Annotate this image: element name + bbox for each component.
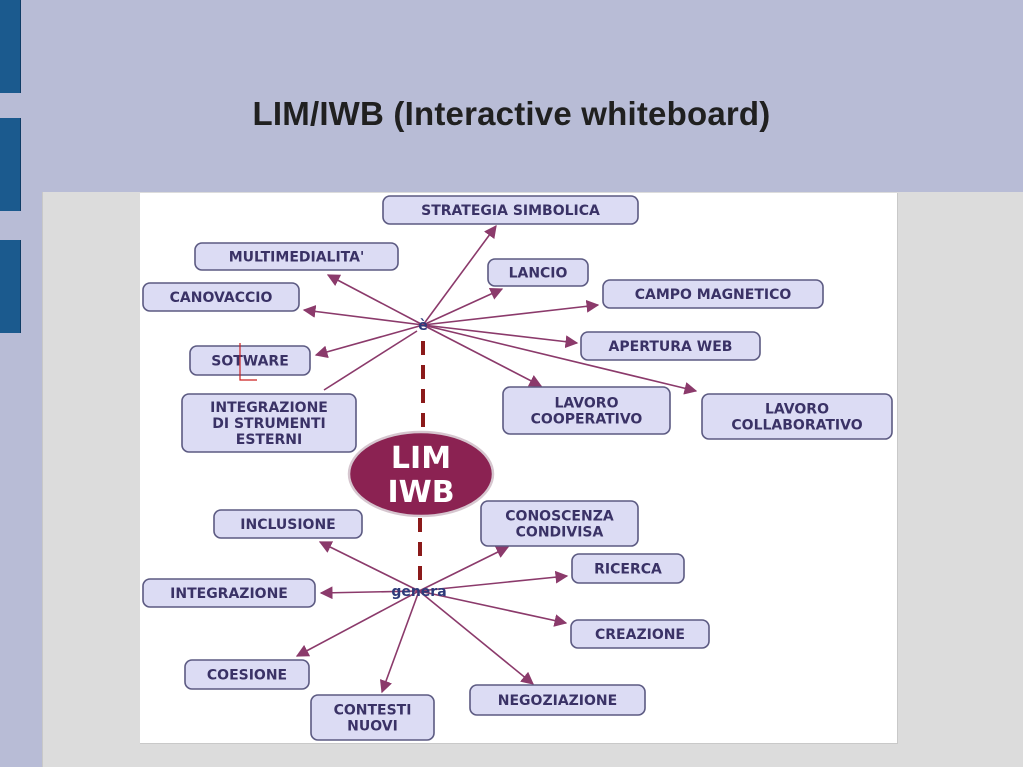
node-box [382, 195, 639, 225]
concept-map: STRATEGIA SIMBOLICA MULTIMEDIALITA' LANCIO… [140, 193, 898, 744]
node-strategia-simbolica: STRATEGIA SIMBOLICA [382, 195, 639, 225]
edge-lavoro-cooperativo [422, 324, 543, 387]
node-box [194, 242, 399, 271]
edge-coesione [295, 590, 420, 657]
node-lancio: LANCIO [487, 258, 589, 287]
side-tab [0, 0, 21, 93]
node-label: NUOVI [347, 719, 398, 735]
node-apertura-web: APERTURA WEB [580, 331, 761, 361]
node-label: COESIONE [207, 668, 287, 684]
node-label: APERTURA WEB [609, 339, 733, 355]
edge-strategia-simbolica [422, 224, 497, 326]
side-tab [0, 240, 21, 333]
node-integrazione: INTEGRAZIONE [142, 578, 316, 608]
node-label: LAVORO [765, 402, 829, 418]
node-label: NEGOZIAZIONE [498, 693, 617, 709]
side-tab [0, 118, 21, 211]
edge-integrazione [319, 586, 420, 600]
node-label: RICERCA [594, 562, 662, 578]
node-box [142, 282, 300, 312]
node-box [469, 684, 646, 716]
slide-title: LIM/IWB (Interactive whiteboard) [252, 95, 771, 132]
node-label: CANOVACCIO [170, 290, 273, 306]
node-label: STRATEGIA SIMBOLICA [421, 203, 600, 219]
edge-multimedialita [326, 274, 424, 326]
center-label-line2: IWB [387, 475, 454, 510]
edge-creazione [418, 590, 568, 627]
node-label: INTEGRAZIONE [210, 400, 328, 416]
edge-apertura-web [422, 324, 579, 349]
edge-contesti-nuovi [379, 590, 420, 694]
node-box [487, 258, 589, 287]
node-box [142, 578, 316, 608]
node-software: SOTWARE [189, 345, 311, 376]
edge-lavoro-collaborativo [422, 324, 698, 395]
edge-campo-magnetico [422, 299, 600, 326]
center-label-line1: LIM [391, 441, 451, 476]
node-box [480, 500, 639, 547]
node-ricerca: RICERCA [571, 553, 685, 584]
edge-lancio [422, 287, 504, 326]
node-label: COOPERATIVO [531, 412, 643, 428]
node-campo-magnetico: CAMPO MAGNETICO [602, 279, 824, 309]
node-box [310, 694, 435, 741]
concept-map-svg: STRATEGIA SIMBOLICA MULTIMEDIALITA' LANCIO… [142, 195, 893, 741]
edge-conoscenza-condivisa [418, 546, 510, 592]
node-box [701, 393, 893, 440]
edge-ricerca [418, 570, 569, 592]
node-label: INCLUSIONE [240, 517, 335, 533]
node-box [580, 331, 761, 361]
node-negoziazione: NEGOZIAZIONE [469, 684, 646, 716]
node-label: CONDIVISA [516, 525, 604, 541]
edges-layer [295, 224, 698, 694]
node-label: ESTERNI [236, 432, 302, 448]
hub-label-bottom: genera [391, 584, 446, 600]
node-box [181, 393, 357, 453]
node-multimedialita: MULTIMEDIALITA' [194, 242, 399, 271]
text-cursor-mark [239, 343, 257, 381]
node-label: LAVORO [555, 396, 619, 412]
node-box [570, 619, 710, 649]
edge-canovaccio [302, 305, 424, 326]
edge-software [314, 324, 424, 359]
node-box [189, 345, 311, 376]
center-node [347, 430, 495, 518]
node-label: COLLABORATIVO [731, 418, 862, 434]
node-label: CONOSCENZA [505, 509, 614, 525]
node-label: CAMPO MAGNETICO [635, 287, 792, 303]
edge-inclusione [318, 541, 420, 592]
node-inclusione: INCLUSIONE [213, 509, 363, 539]
hub-label-top: è [418, 318, 428, 334]
node-creazione: CREAZIONE [570, 619, 710, 649]
edge-negoziazione [418, 590, 534, 685]
node-label: MULTIMEDIALITA' [229, 250, 365, 266]
node-box [502, 386, 671, 435]
nodes-layer: STRATEGIA SIMBOLICA MULTIMEDIALITA' LANCIO… [142, 195, 893, 741]
node-label: CREAZIONE [595, 627, 685, 643]
node-canovaccio: CANOVACCIO [142, 282, 300, 312]
node-label: INTEGRAZIONE [170, 586, 288, 602]
node-label: CONTESTI [334, 703, 412, 719]
node-label: LANCIO [509, 266, 568, 282]
node-box [184, 659, 310, 690]
node-label: DI STRUMENTI [212, 416, 325, 432]
node-label: SOTWARE [211, 354, 289, 370]
node-box [213, 509, 363, 539]
node-coesione: COESIONE [184, 659, 310, 690]
node-box [602, 279, 824, 309]
node-box [571, 553, 685, 584]
edge-integrazione-strumenti-esterni [323, 330, 418, 391]
